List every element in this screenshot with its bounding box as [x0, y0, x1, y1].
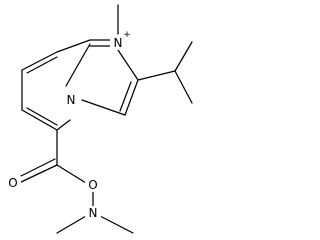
bond — [26, 56, 58, 74]
bond — [56, 119, 71, 131]
bond — [65, 43, 91, 87]
bond — [137, 70, 176, 81]
atom-label-o-carbonyl: O — [8, 176, 17, 190]
bond — [56, 215, 87, 234]
bond — [117, 49, 139, 81]
structure-diagram: N + N O O N — [5, 4, 193, 234]
bond — [21, 51, 58, 71]
bond — [124, 79, 139, 116]
bond — [81, 99, 126, 116]
bond — [26, 107, 58, 126]
atom-label-n-ring: N — [67, 93, 76, 107]
bond — [174, 41, 193, 72]
bond — [56, 39, 91, 53]
atom-label-o-ester: O — [88, 178, 97, 192]
bond-set — [18, 4, 193, 234]
atom-label-n-amine: N — [89, 206, 98, 220]
atom-label-n-plus: N — [114, 36, 123, 50]
bond — [18, 158, 56, 178]
bond — [174, 70, 193, 104]
atom-labels: N + N O O N — [5, 30, 131, 220]
bond — [21, 109, 58, 131]
bond — [56, 164, 87, 184]
charge-sign: + — [123, 30, 131, 40]
bond — [99, 215, 134, 234]
bond — [119, 81, 132, 112]
bond — [18, 164, 58, 184]
